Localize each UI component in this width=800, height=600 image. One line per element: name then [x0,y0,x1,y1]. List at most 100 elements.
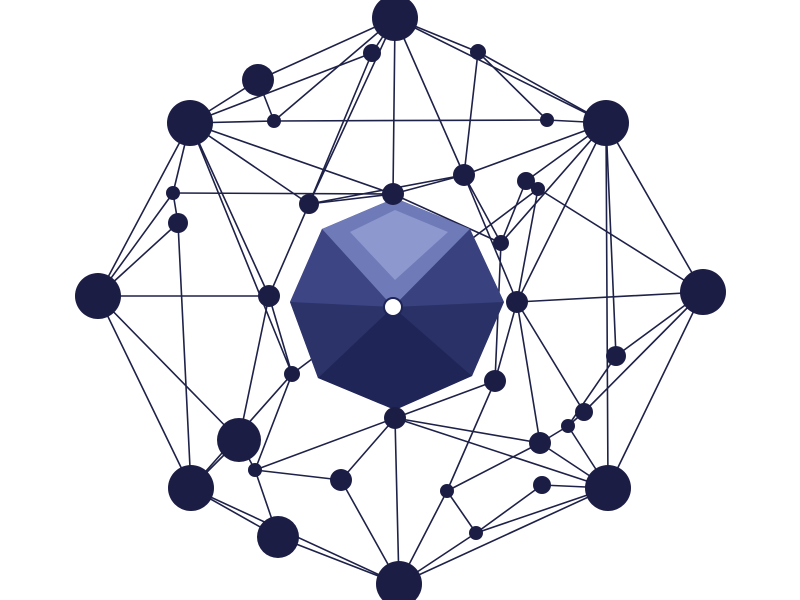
edge-top-tl [257,17,396,81]
node-bottom [376,561,422,600]
edge-left-lbig [97,295,240,441]
edge-tr-ctop [463,122,607,176]
edge-cbot-br [394,417,609,489]
edge-lmid-cm [268,203,310,297]
edge-tr-br [605,122,609,489]
facet-lower-left [290,302,393,378]
edge-br-bs [475,487,609,534]
edge-rmid-rml [494,301,518,382]
edge-tr-right [605,122,704,293]
node-ccore [382,183,404,205]
node-ctop [453,164,475,186]
node-rs1 [606,346,626,366]
node-br [585,465,631,511]
edge-tl_big-lml [189,122,293,375]
edge-tl_big-lmid [189,122,270,297]
edge-nne-tr [477,51,607,124]
node-rs3 [561,419,575,433]
edge-nne-ctop [463,51,479,176]
edge-right-rs2 [583,291,704,413]
edge-tl_s-tl_big [189,52,373,124]
edge-top-ctop [394,17,465,176]
node-cr2 [531,182,545,196]
node-cl2 [168,213,188,233]
edge-lml-lsm [254,373,293,471]
edge-cbot-cbl [340,417,396,481]
node-bs [469,526,483,540]
edge-tr-rmid [516,122,607,303]
edge-rmid-right [516,291,704,303]
edge-cl2-bl [177,222,192,489]
edge-cl1-ccore [172,192,394,195]
edge-cbot-lsm [254,417,396,471]
node-rs2 [575,403,593,421]
edge-ctop-rm [463,174,502,244]
edge-right-br [607,291,704,489]
edge-rm-cr1 [500,180,527,244]
edge-tr-rs1 [605,122,617,357]
edge-rs5-bs [475,484,543,534]
node-trs [540,113,554,127]
edge-top-ccore [392,17,396,195]
facet-bottom [318,307,472,410]
edge-trs-nne [477,51,548,121]
node-cl1 [166,186,180,200]
edge-cbot-rs4 [394,417,541,444]
edge-tl_big-left [97,122,191,297]
node-rs5 [533,476,551,494]
node-lmid [258,285,280,307]
facet-upper-right [393,229,504,307]
edge-rml-cbot [394,380,496,419]
edge-cr2-rmid [516,188,539,303]
node-rml [484,370,506,392]
node-rmid [506,291,528,313]
node-ts [267,114,281,128]
node-tl_big [167,100,213,146]
edge-lmid-lml [268,295,293,375]
edge-rm-ccore [392,193,502,244]
edge-tl_s-cm [308,52,373,205]
node-cm [299,194,319,214]
facet-lower-right [393,302,504,376]
edge-rml-cbr [446,380,496,492]
edge-cm-ccore [308,193,394,205]
edge-ctop-ccore [392,174,465,195]
central-polyhedron [290,198,504,410]
node-tl [242,64,274,96]
edge-tr-rm [500,122,607,244]
edge-cbot-bottom [394,417,400,585]
edge-cbr-bs [446,490,477,534]
edge-ts-top [273,17,396,122]
node-left [75,273,121,319]
node-bll [257,516,299,558]
node-right [680,269,726,315]
edge-top-tr [394,17,607,124]
node-cbot [384,407,406,429]
facet-upper-left [290,229,393,307]
node-cbl [330,469,352,491]
edge-tl_big-cm [189,122,310,205]
center-dot [383,297,403,317]
node-lbig [217,418,261,462]
node-layer [75,0,726,600]
node-cbr [440,484,454,498]
node-lsm [248,463,262,477]
node-lml [284,366,300,382]
node-nne [470,44,486,60]
edge-top-cm [308,17,396,205]
edge-cbr-rs4 [446,442,541,492]
edge-cr1-right [525,180,704,293]
edge-left-bl [97,295,192,489]
node-top [372,0,418,41]
node-rs4 [529,432,551,454]
edge-lmid-lbig [238,295,270,441]
edge-br-bottom [398,487,609,585]
edge-rmid-rs2 [516,301,585,413]
node-tl_s [363,44,381,62]
edge-cbl-lsm [254,469,342,481]
node-bl [168,465,214,511]
edge-tl_big-ccore [189,122,394,195]
facet-highlight [350,210,448,280]
node-cr1 [517,172,535,190]
